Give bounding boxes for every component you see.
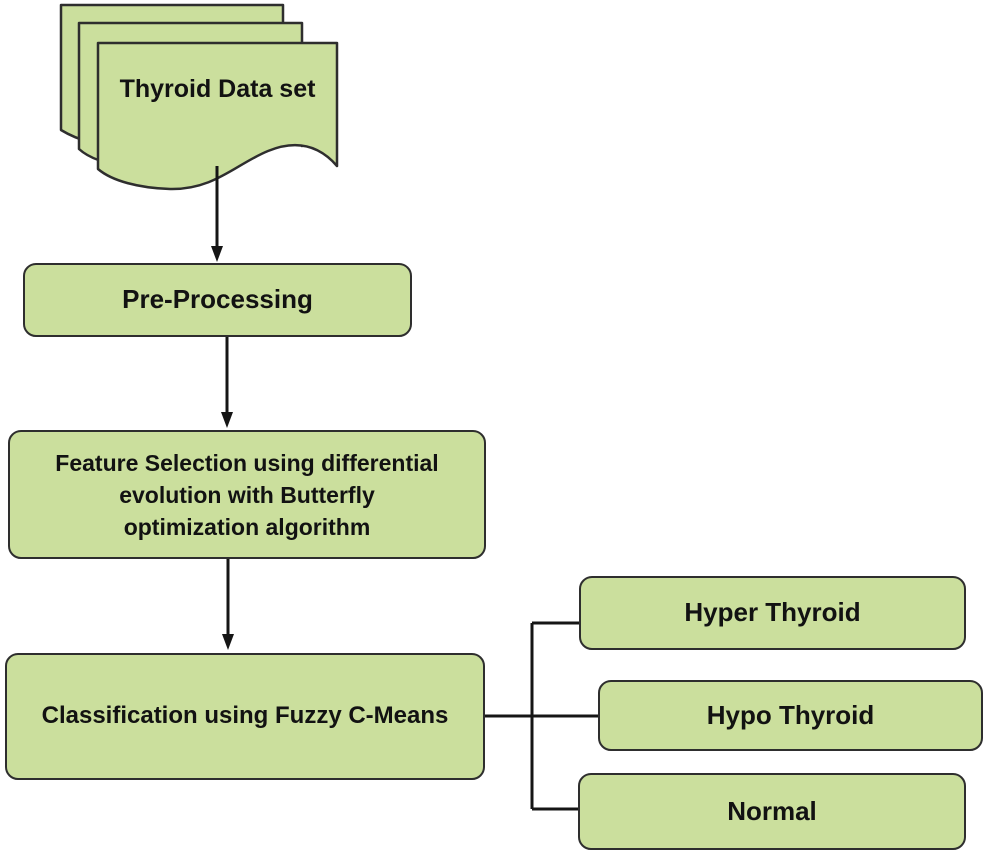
node-output-hypo-thyroid: Hypo Thyroid (598, 680, 983, 751)
document-stack-shape (59, 3, 339, 191)
node-feature-selection: Feature Selection using differential evo… (8, 430, 486, 559)
node-output-normal-label: Normal (727, 795, 817, 826)
node-output-hypo-thyroid-label: Hypo Thyroid (706, 699, 875, 730)
node-output-hyper-thyroid-label: Hyper Thyroid (684, 597, 861, 628)
node-output-hyper-thyroid: Hyper Thyroid (579, 576, 966, 650)
node-preprocessing-label: Pre-Processing (122, 284, 313, 315)
node-dataset-label: Thyroid Data set (119, 74, 316, 103)
node-classification-label: Classification using Fuzzy C-Means (41, 702, 449, 730)
node-feature-selection-label: Feature Selection using differential evo… (55, 447, 438, 543)
feature-selection-line-2: evolution with Butterfly (119, 481, 375, 508)
node-classification: Classification using Fuzzy C-Means (5, 653, 485, 780)
connector-classification-to-outputs (485, 621, 598, 811)
feature-selection-line-1: Feature Selection using differential (55, 449, 439, 476)
document-sheet-front (96, 41, 339, 191)
node-output-normal: Normal (578, 773, 966, 850)
node-preprocessing: Pre-Processing (23, 263, 412, 337)
feature-selection-line-3: optimization algorithm (123, 513, 371, 540)
